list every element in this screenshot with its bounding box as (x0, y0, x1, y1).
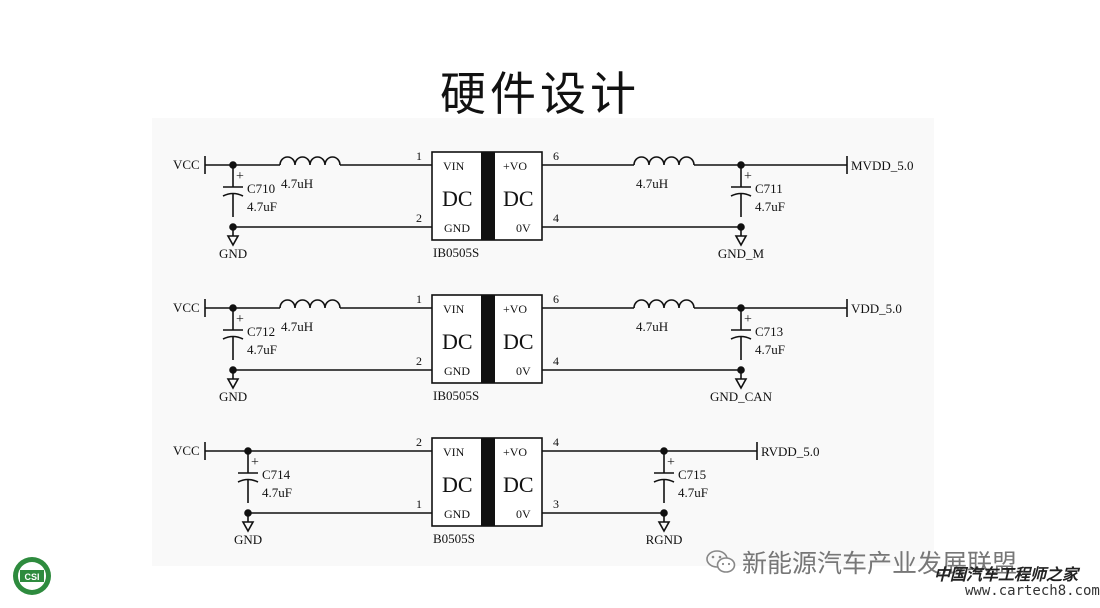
pin-gnd: GND (444, 364, 470, 378)
gnd-label: GND (234, 532, 262, 547)
gnd-out-label: RGND (646, 532, 683, 547)
inductor (279, 299, 341, 309)
module-name: IB0505S (433, 388, 479, 403)
circuit-2: VCC + GND C712 4.7uF 4.7uH VIN GND +VO 0V DC DC IB05… (173, 292, 902, 404)
output-label: MVDD_5.0 (851, 158, 913, 173)
isolation-bar (481, 295, 495, 383)
pin-vin: VIN (443, 159, 465, 173)
ground-symbol (657, 521, 671, 533)
dc-left: DC (442, 472, 473, 497)
polarity-mark: + (744, 169, 752, 184)
pin-num: 1 (416, 292, 422, 306)
pin-gnd: GND (444, 507, 470, 521)
gnd-label: GND (219, 389, 247, 404)
cap-value: 4.7uF (755, 199, 785, 214)
vcc-label: VCC (173, 300, 200, 315)
ground-symbol (734, 378, 748, 390)
pin-num: 4 (553, 354, 559, 368)
pin-num: 4 (553, 211, 559, 225)
dc-left: DC (442, 186, 473, 211)
cap-value: 4.7uF (755, 342, 785, 357)
ground-symbol (226, 235, 240, 247)
site-url: www.cartech8.com (965, 583, 1100, 599)
pin-num: 4 (553, 435, 559, 449)
circuit-3: VCC + GND C714 4.7uF VIN GND +VO 0V DC DC B0505S 2 1 4… (173, 435, 820, 547)
site-name: 中国汽车工程师之家 (934, 565, 1079, 584)
watermark: 新能源汽车产业发展联盟 (706, 544, 1017, 580)
cap-ref: C710 (247, 181, 275, 196)
cap-plate-curved (237, 478, 259, 483)
wechat-icon (706, 550, 736, 573)
cap-plate-curved (222, 335, 244, 340)
circuit-1: VCC + GND C710 4.7uF 4.7uH VIN GND +VO 0V DC DC IB05… (173, 149, 913, 261)
dc-right: DC (503, 186, 534, 211)
pin-num: 1 (416, 497, 422, 511)
cap-value: 4.7uF (678, 485, 708, 500)
cap-ref: C712 (247, 324, 275, 339)
pin-0v: 0V (516, 507, 531, 521)
ground-symbol (241, 521, 255, 533)
cap-ref: C715 (678, 467, 706, 482)
cap-plate-curved (730, 192, 752, 197)
cap-ref: C713 (755, 324, 783, 339)
pin-vo: +VO (503, 159, 527, 173)
gnd-label: GND (219, 246, 247, 261)
dc-right: DC (503, 472, 534, 497)
cap-value: 4.7uF (247, 342, 277, 357)
pin-vin: VIN (443, 302, 465, 316)
cap-ref: C711 (755, 181, 783, 196)
pin-0v: 0V (516, 364, 531, 378)
vcc-label: VCC (173, 157, 200, 172)
pin-num: 3 (553, 497, 559, 511)
inductor (633, 299, 695, 309)
polarity-mark: + (667, 455, 675, 470)
gnd-out-label: GND_M (718, 246, 765, 261)
inductor (633, 156, 695, 166)
schematic-panel (152, 118, 934, 566)
pin-num: 2 (416, 435, 422, 449)
pin-gnd: GND (444, 221, 470, 235)
pin-num: 2 (416, 354, 422, 368)
pin-vo: +VO (503, 445, 527, 459)
isolation-bar (481, 438, 495, 526)
pin-vin: VIN (443, 445, 465, 459)
dc-right: DC (503, 329, 534, 354)
svg-text:CSI: CSI (24, 572, 39, 582)
inductor-value: 4.7uH (636, 176, 668, 191)
cap-value: 4.7uF (262, 485, 292, 500)
module-name: IB0505S (433, 245, 479, 260)
pin-num: 2 (416, 211, 422, 225)
polarity-mark: + (744, 312, 752, 327)
cap-ref: C714 (262, 467, 291, 482)
pin-num: 1 (416, 149, 422, 163)
inductor-value: 4.7uH (281, 176, 313, 191)
output-label: VDD_5.0 (851, 301, 902, 316)
cap-plate-curved (730, 335, 752, 340)
cap-value: 4.7uF (247, 199, 277, 214)
polarity-mark: + (236, 312, 244, 327)
watermark-text: 新能源汽车产业发展联盟 (742, 549, 1018, 578)
pin-0v: 0V (516, 221, 531, 235)
module-name: B0505S (433, 531, 475, 546)
polarity-mark: + (251, 455, 259, 470)
cap-plate-curved (222, 192, 244, 197)
inductor-value: 4.7uH (281, 319, 313, 334)
pin-num: 6 (553, 149, 559, 163)
gnd-out-label: GND_CAN (710, 389, 773, 404)
inductor-value: 4.7uH (636, 319, 668, 334)
output-label: RVDD_5.0 (761, 444, 820, 459)
page-title: 硬件设计 (440, 67, 640, 121)
dc-left: DC (442, 329, 473, 354)
polarity-mark: + (236, 169, 244, 184)
isolation-bar (481, 152, 495, 240)
logo: CSI (13, 557, 51, 595)
pin-vo: +VO (503, 302, 527, 316)
vcc-label: VCC (173, 443, 200, 458)
cap-plate-curved (653, 478, 675, 483)
inductor (279, 156, 341, 166)
ground-symbol (734, 235, 748, 247)
ground-symbol (226, 378, 240, 390)
pin-num: 6 (553, 292, 559, 306)
